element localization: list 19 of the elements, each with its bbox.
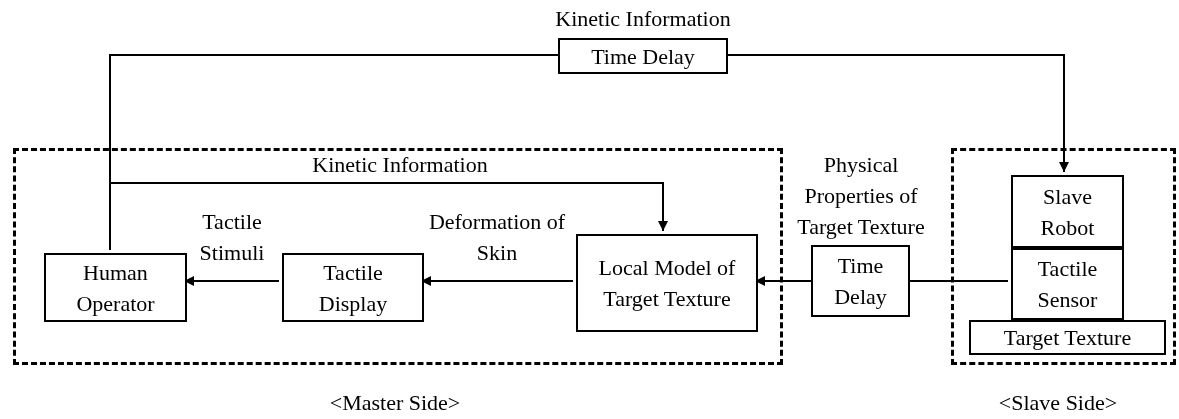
node-caption: <Master Side> <box>328 389 462 417</box>
edge-label: Deformation of Skin <box>427 208 567 267</box>
node-caption: Physical Properties of Target Texture <box>796 151 926 241</box>
arrow <box>727 54 1069 173</box>
node-caption: Kinetic Information <box>554 5 732 33</box>
dashed-group-box <box>951 148 1176 365</box>
process-box: Slave Robot <box>1011 175 1124 248</box>
node-caption: <Slave Side> <box>997 389 1119 417</box>
process-box: Target Texture <box>969 320 1166 355</box>
edge-label: Kinetic Information <box>311 151 489 179</box>
process-box: Local Model of Target Texture <box>576 234 758 332</box>
edge-label: Tactile Stimuli <box>198 208 266 267</box>
dashed-group-box <box>13 148 783 365</box>
process-box: Tactile Display <box>282 253 424 322</box>
process-box: Human Operator <box>44 253 187 322</box>
arrow <box>109 182 668 251</box>
process-box: Time Delay <box>811 245 910 317</box>
process-box: Tactile Sensor <box>1011 248 1124 320</box>
process-box: Time Delay <box>558 38 728 74</box>
